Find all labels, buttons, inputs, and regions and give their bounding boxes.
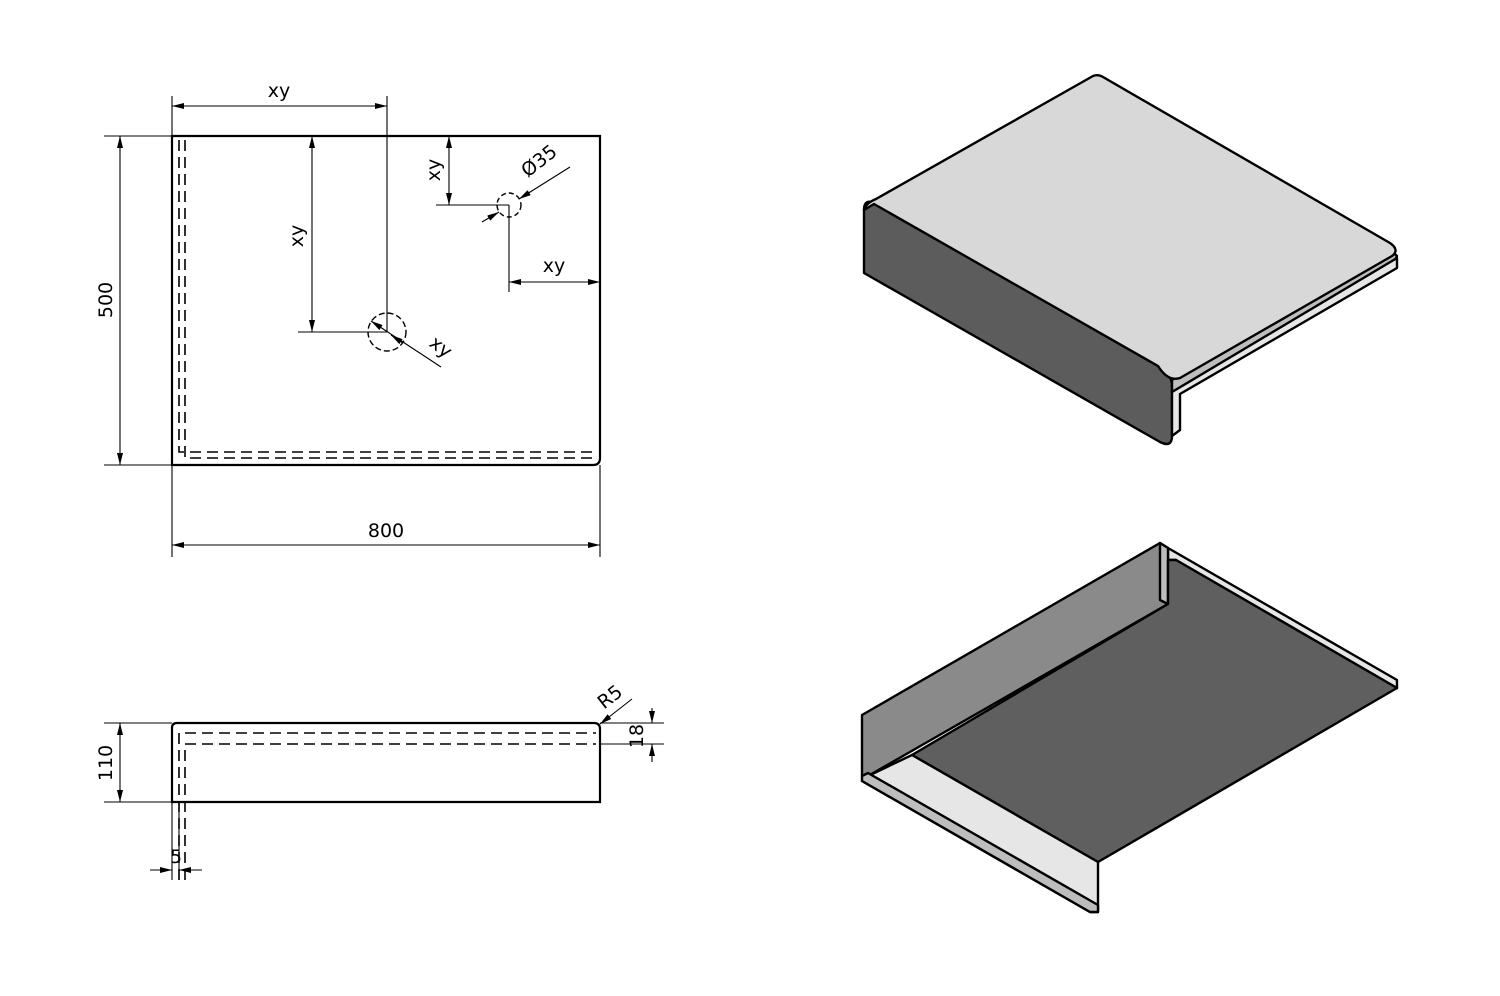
dim-thickness-label: 18 (626, 724, 648, 748)
iso-view-top (862, 74, 1399, 446)
top-view-hidden-line (178, 140, 596, 453)
dim-height-label: 500 (95, 282, 117, 318)
side-view-hidden-line (178, 732, 596, 880)
dim-width-label: 800 (368, 520, 404, 542)
top-view-hidden-line (184, 140, 596, 459)
dim-radius-label: R5 (594, 681, 627, 714)
dim-side-height-label: 110 (95, 745, 117, 781)
iso1-top-face (862, 74, 1397, 380)
dim-hole-b-y-label: xy (423, 159, 445, 182)
side-view-hidden-line (184, 743, 596, 880)
hole-b-dia-leader (518, 166, 571, 200)
side-view-outline (170, 721, 602, 804)
iso1-inner-strip (1170, 256, 1399, 438)
dim-hole-a-y-label: xy (286, 225, 308, 248)
top-view: xy xy xy xy Ø35 xy 500 800 (95, 80, 602, 557)
dim-hole-b-dia-label: Ø35 (517, 141, 561, 182)
dim-flange-label: 5 (170, 846, 182, 868)
top-view-outline (170, 134, 602, 467)
dim-hole-a-dia-label: xy (425, 332, 456, 363)
iso2-front-flange (860, 771, 1100, 914)
dim-radius-leader (599, 698, 633, 725)
hole-a-dia-leader (370, 320, 442, 368)
dim-hole-b-x-label: xy (543, 255, 566, 277)
side-view: R5 18 110 5 (95, 681, 664, 880)
dim-hole-a-x-label: xy (268, 80, 291, 102)
iso-view-bottom (860, 541, 1399, 914)
hole-b-dia-leader (481, 211, 500, 223)
hole-a-dia-leader (390, 334, 404, 345)
